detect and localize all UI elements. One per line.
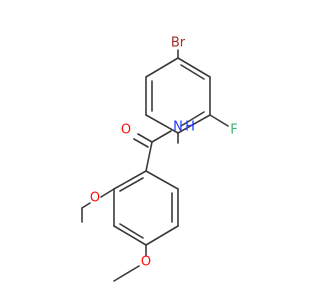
bromofluorophenyl-ring xyxy=(145,57,211,134)
bond xyxy=(113,170,147,190)
bond xyxy=(145,114,179,134)
bond xyxy=(145,225,179,246)
methoxy-oxygen-4-label: O xyxy=(141,255,151,270)
carbonyl-bond xyxy=(137,133,153,143)
bromine-label: Br xyxy=(171,36,186,51)
c-f-bond xyxy=(209,114,229,127)
bond xyxy=(145,57,179,78)
bond xyxy=(113,225,147,246)
bond xyxy=(177,114,211,134)
o-ch3-bond xyxy=(81,202,91,209)
nitrogen-label: N xyxy=(173,120,183,135)
carbonyl-oxygen-label: O xyxy=(121,123,131,138)
molecule-canvas: Br F N H O O O xyxy=(81,35,238,282)
aromatic-double-bond xyxy=(180,64,205,80)
o-ch3-bond xyxy=(113,265,140,282)
c-aryl-bond xyxy=(145,141,153,172)
c-o-bond xyxy=(100,188,115,198)
bond xyxy=(145,170,179,190)
dimethoxyphenyl-ring xyxy=(113,170,179,246)
n-c-bond xyxy=(151,130,172,143)
aromatic-double-bond xyxy=(180,111,205,127)
carbonyl-double-bond xyxy=(133,138,149,148)
bond xyxy=(177,57,211,78)
fluorine-label: F xyxy=(230,123,237,138)
aromatic-double-bond xyxy=(119,177,144,192)
structure-diagram: Br F N H O O O xyxy=(81,36,238,282)
aromatic-double-bond xyxy=(119,223,144,239)
amide-hydrogen-label: H xyxy=(185,120,195,135)
methoxy-oxygen-3-label: O xyxy=(90,191,100,206)
